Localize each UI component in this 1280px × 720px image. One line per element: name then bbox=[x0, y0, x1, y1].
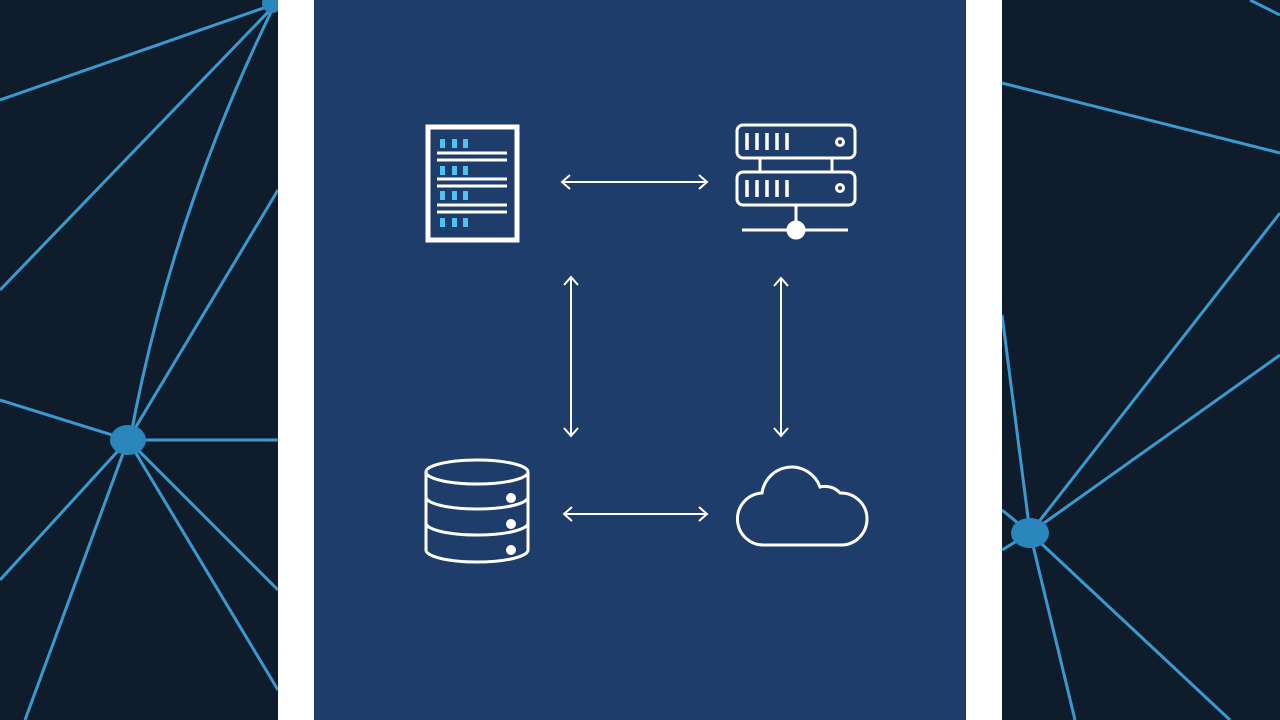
network-line bbox=[1028, 532, 1077, 720]
network-line bbox=[23, 439, 130, 720]
network-line bbox=[0, 398, 129, 442]
network-line bbox=[1000, 314, 1032, 534]
network-line bbox=[128, 9, 274, 441]
blue-panel bbox=[314, 0, 966, 720]
network-line bbox=[0, 438, 130, 582]
network-line bbox=[1028, 212, 1280, 534]
network-line bbox=[126, 439, 280, 691]
network-server-icon bbox=[735, 123, 857, 240]
network-node bbox=[1011, 518, 1049, 548]
network-line bbox=[126, 189, 280, 441]
network-line bbox=[1029, 353, 1280, 535]
network-line bbox=[126, 438, 280, 592]
network-line bbox=[0, 3, 273, 102]
bidirectional-arrow-icon bbox=[773, 276, 789, 438]
server-rack-icon bbox=[425, 124, 520, 243]
network-line bbox=[1001, 81, 1280, 155]
network-line bbox=[1028, 531, 1232, 720]
network-line bbox=[0, 6, 274, 292]
cloud-icon bbox=[736, 465, 869, 547]
network-node bbox=[262, 0, 282, 13]
bidirectional-arrow-icon bbox=[563, 275, 579, 438]
bidirectional-arrow-icon bbox=[560, 174, 709, 190]
left-network-pattern bbox=[0, 3, 280, 720]
network-node bbox=[110, 425, 146, 455]
network-line bbox=[1249, 0, 1280, 17]
database-icon bbox=[424, 458, 530, 564]
bidirectional-arrow-icon bbox=[562, 506, 709, 522]
